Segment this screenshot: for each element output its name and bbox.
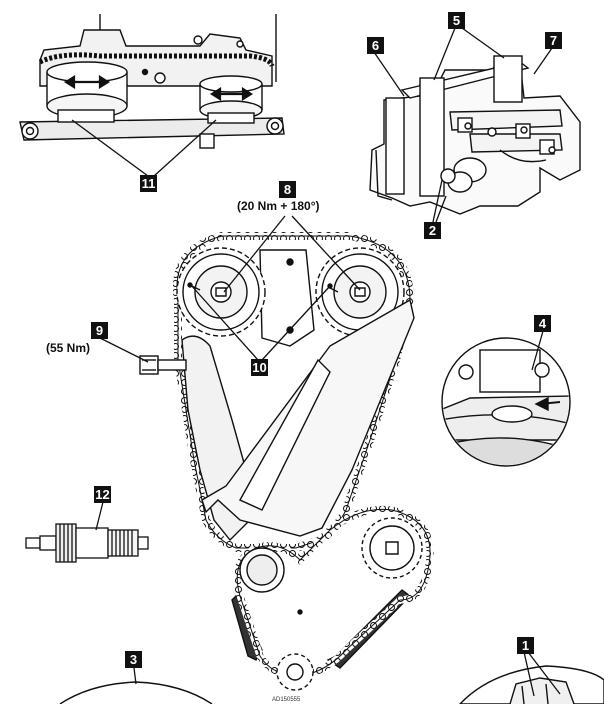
callout-12: 12 xyxy=(94,486,111,503)
leader-lines-top-right xyxy=(373,27,553,223)
callout-9: 9 xyxy=(91,322,108,339)
figure-code: AD150555 xyxy=(272,697,301,703)
leader-line-4 xyxy=(531,330,544,371)
camshaft-phaser-detail xyxy=(19,14,285,149)
callout-10: 10 xyxy=(251,359,268,376)
leader-line-1 xyxy=(523,651,561,697)
torque-spec-9: (55 Nm) xyxy=(46,341,91,355)
callout-11: 11 xyxy=(140,175,157,192)
torque-spec-8: (20 Nm + 180°) xyxy=(237,199,320,213)
callout-1: 1 xyxy=(517,637,534,654)
leader-line-11 xyxy=(71,119,217,177)
timing-chain-assembly xyxy=(139,232,434,691)
leader-lines-centre xyxy=(99,215,361,363)
callout-3: 3 xyxy=(125,651,142,668)
callout-7: 7 xyxy=(545,32,562,49)
camshaft-locking-tool-detail xyxy=(369,55,581,215)
intake-cam-sprocket xyxy=(176,247,266,337)
callout-4: 4 xyxy=(534,315,551,332)
callout-6: 6 xyxy=(367,37,384,54)
exhaust-cam-sprocket xyxy=(315,247,405,337)
callout-2: 2 xyxy=(424,222,441,239)
tensioner-locking-pin xyxy=(25,523,149,563)
leader-line-12 xyxy=(95,501,104,531)
leader-line-3 xyxy=(133,667,137,685)
tensioner-detail-circle xyxy=(441,337,571,467)
callout-5: 5 xyxy=(448,12,465,29)
crank-detail-circle xyxy=(59,681,213,704)
callout-8: 8 xyxy=(279,181,296,198)
rotation-arrow-icon xyxy=(63,75,254,101)
